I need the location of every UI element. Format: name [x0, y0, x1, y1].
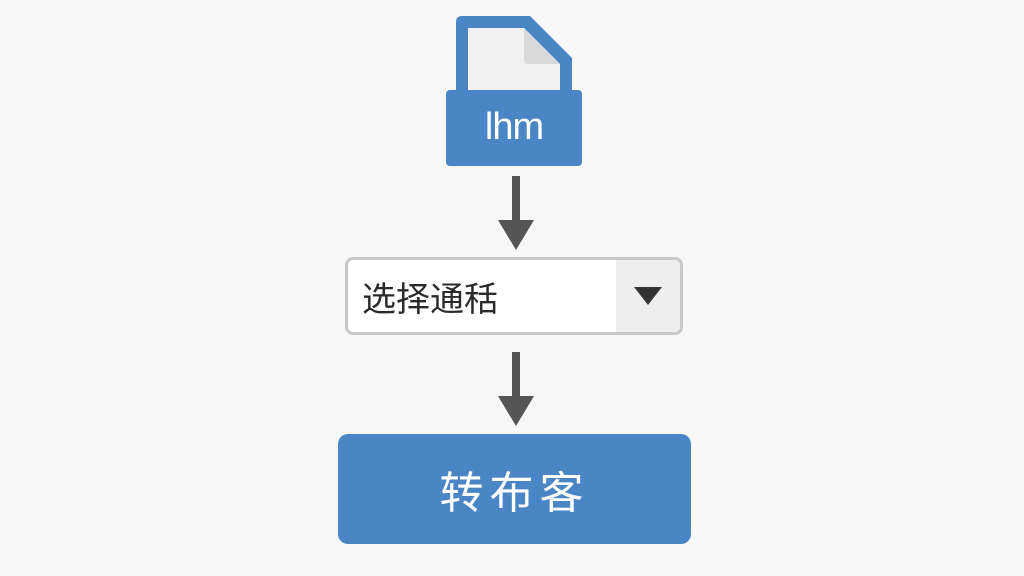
- file-icon: [446, 16, 582, 166]
- file-extension-label: lhm: [484, 105, 544, 148]
- select-value: 选择通秳: [362, 279, 498, 320]
- convert-button[interactable]: 转布客: [338, 434, 691, 544]
- arrow-down-icon: [496, 352, 536, 428]
- arrow-down-icon: [496, 176, 536, 252]
- chevron-down-icon: [634, 287, 662, 305]
- select-toggle[interactable]: [616, 260, 680, 332]
- format-select[interactable]: 选择通秳: [345, 257, 683, 335]
